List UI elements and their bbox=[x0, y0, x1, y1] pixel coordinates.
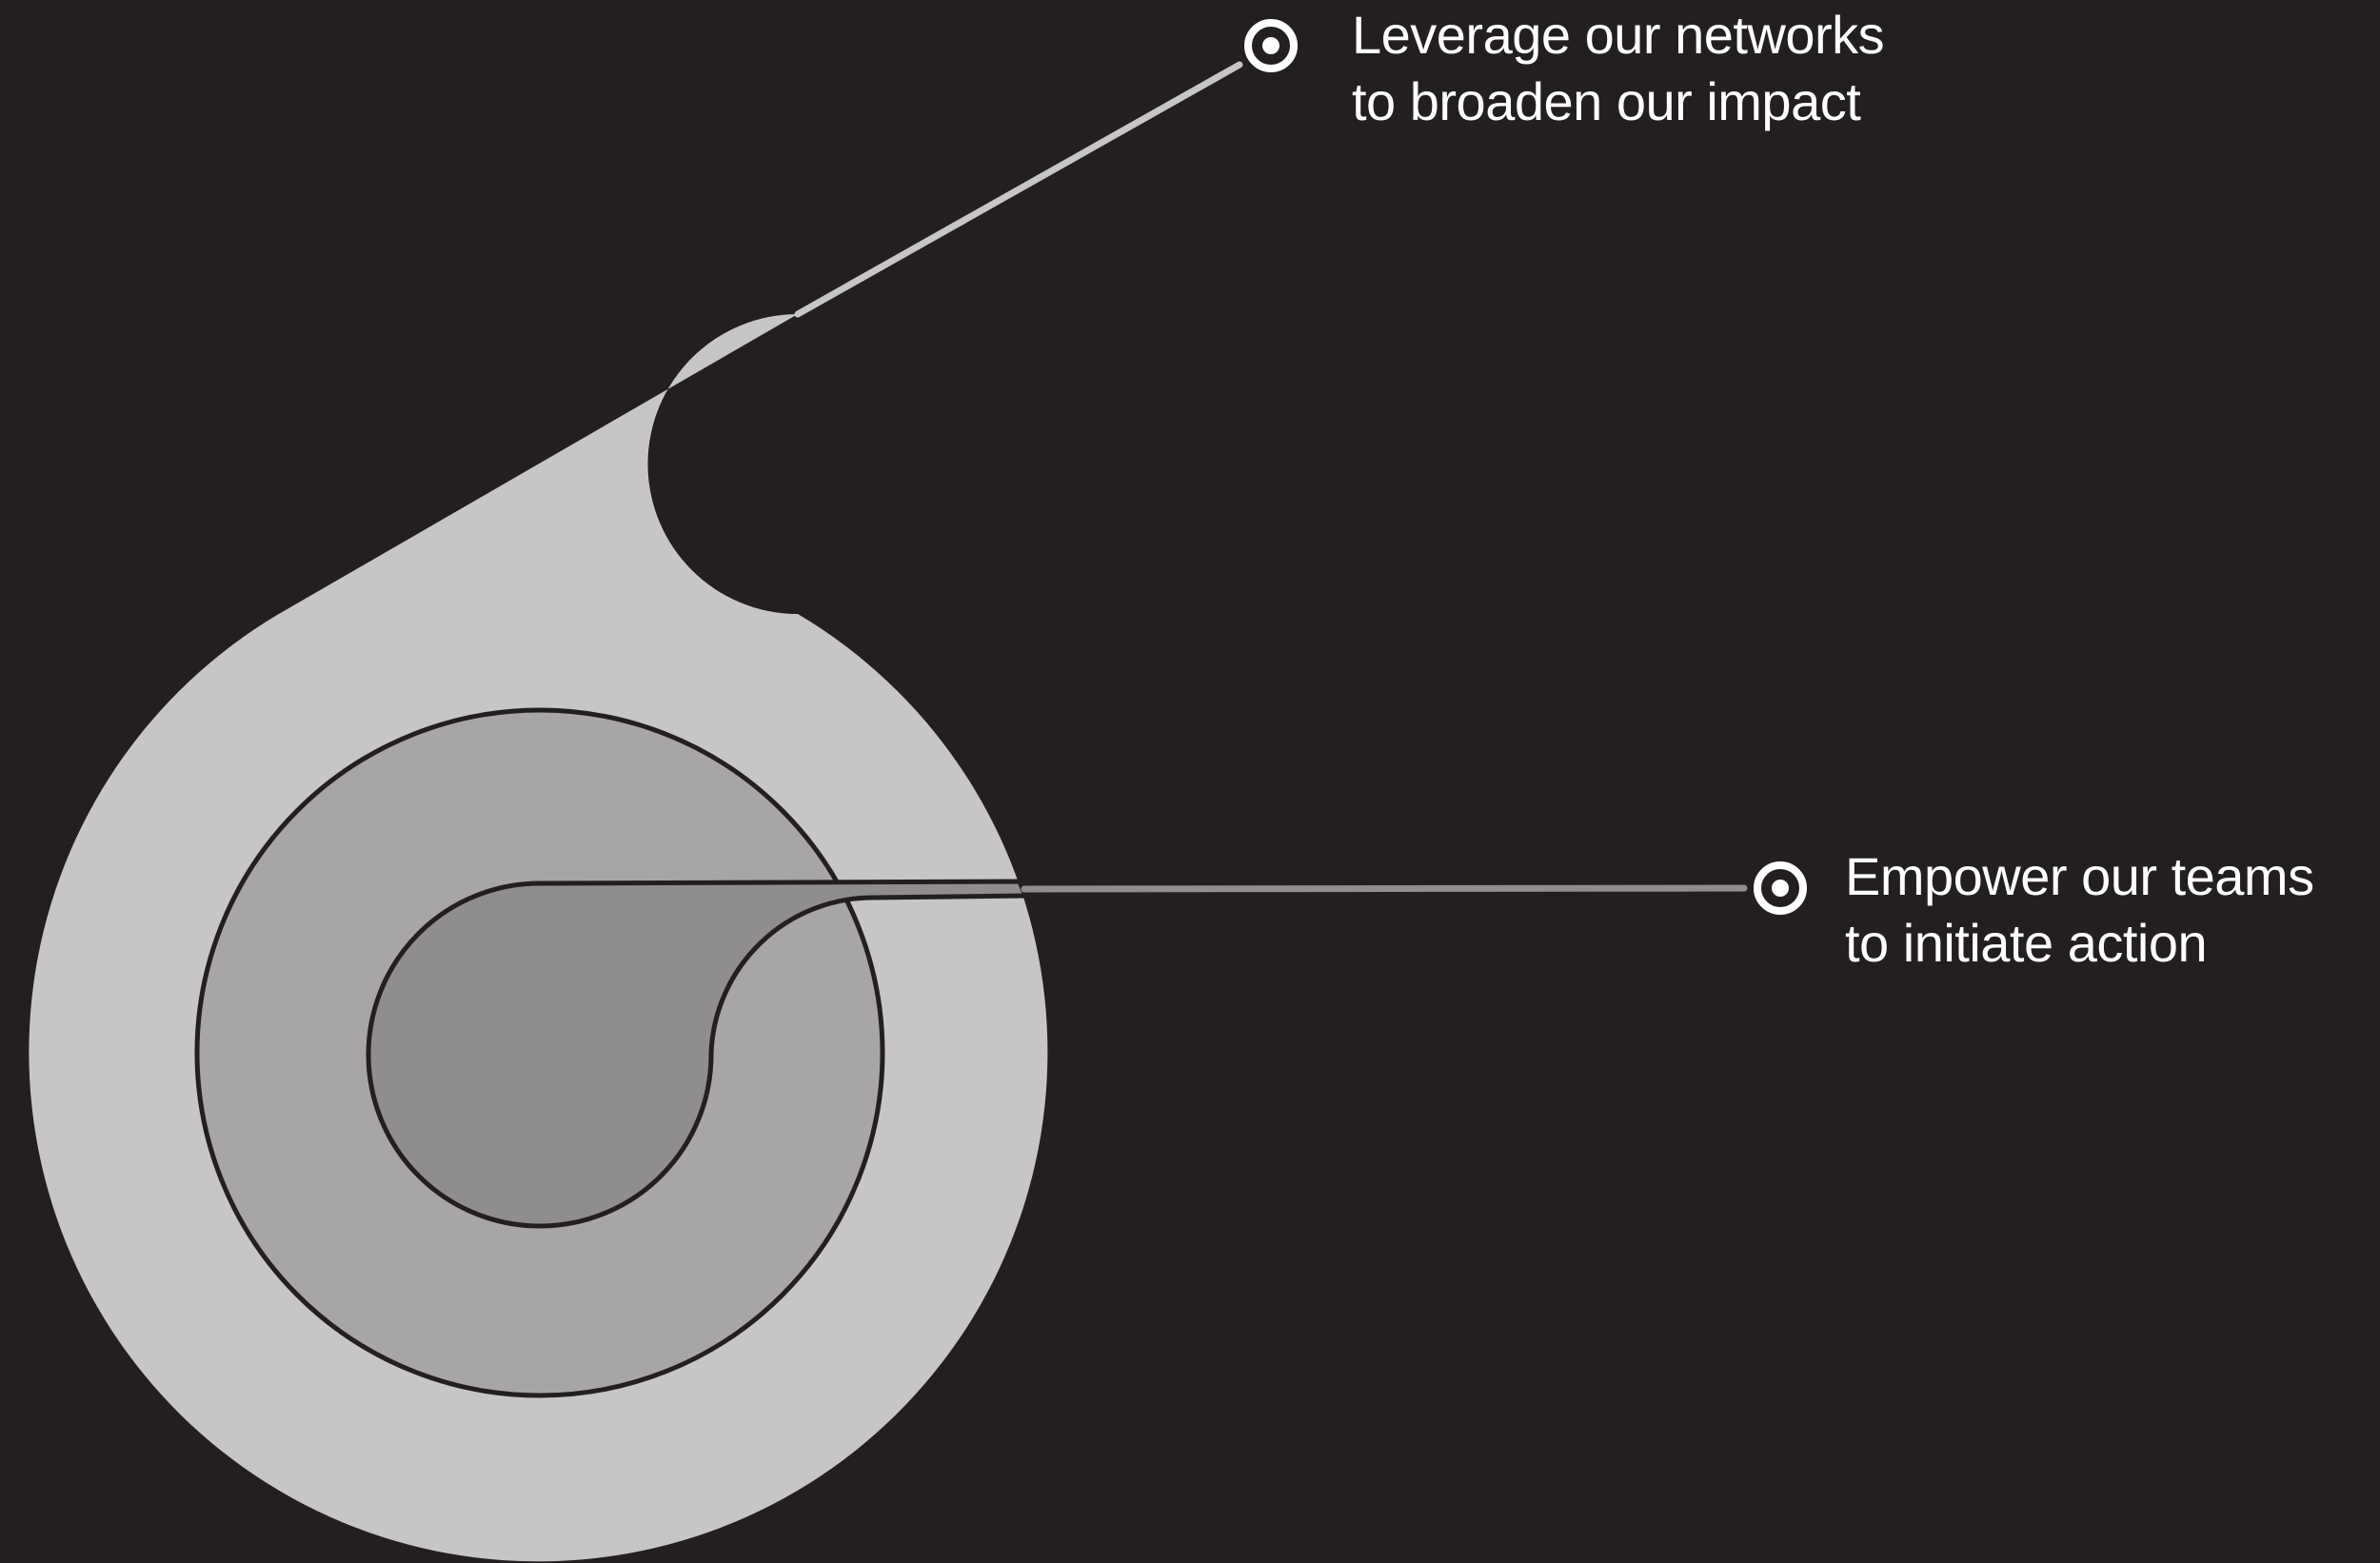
target-marker-icon bbox=[1248, 23, 1294, 69]
callout-label-teams: Empower our teams to initiate action bbox=[1845, 843, 2314, 977]
callout-label-networks: Leverage our networks to broaden our imp… bbox=[1352, 2, 1884, 135]
callout-line-2: to initiate action bbox=[1845, 910, 2314, 977]
target-marker-icon bbox=[1757, 865, 1803, 911]
callout-line-2: to broaden our impact bbox=[1352, 69, 1884, 135]
callout-line-networks bbox=[798, 65, 1240, 314]
callout-line-1: Empower our teams bbox=[1845, 843, 2314, 910]
callout-line-1: Leverage our networks bbox=[1352, 2, 1884, 69]
callout-line-teams bbox=[1024, 888, 1744, 889]
